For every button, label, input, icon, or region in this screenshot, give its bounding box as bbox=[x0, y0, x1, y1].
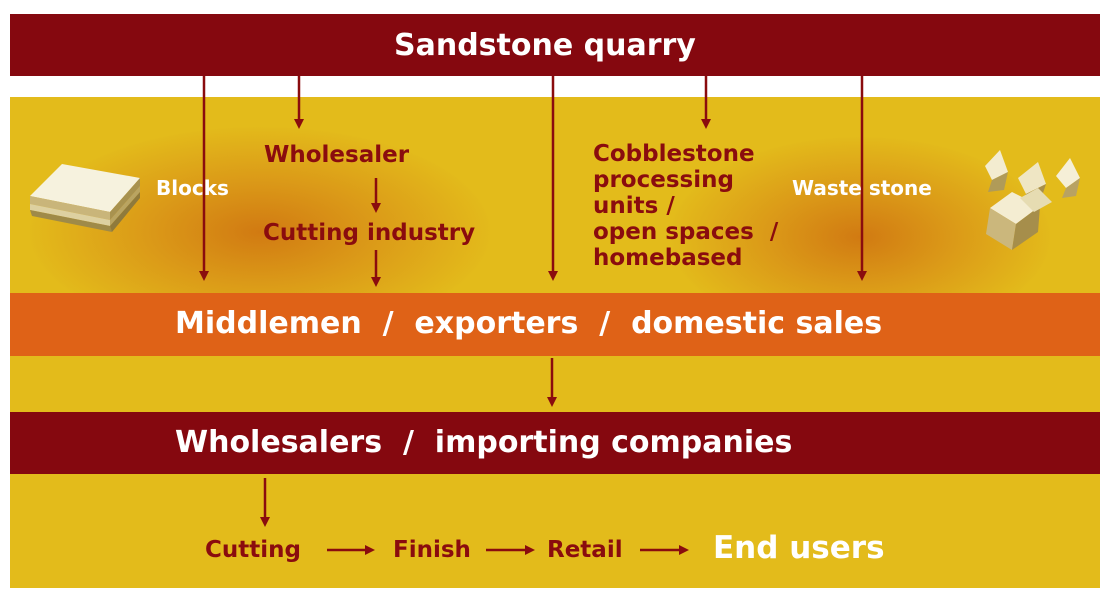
waste-stone-label: Waste stone bbox=[792, 176, 932, 200]
middlemen-bar bbox=[10, 293, 1100, 356]
wholesaler-label: Wholesaler bbox=[264, 142, 410, 168]
blocks-label: Blocks bbox=[156, 176, 229, 200]
cobblestone-line-2: processing bbox=[593, 167, 734, 193]
cobblestone-line-5: homebased bbox=[593, 245, 743, 271]
cobblestone-line-1: Cobblestone bbox=[593, 141, 755, 167]
quarry-bar bbox=[10, 14, 1100, 76]
quarry-title: Sandstone quarry bbox=[394, 28, 696, 63]
chain-cutting: Cutting bbox=[205, 537, 301, 563]
chain-end-users: End users bbox=[713, 530, 885, 566]
wholesalers-bar bbox=[10, 412, 1100, 474]
middlemen-title: Middlemen / exporters / domestic sales bbox=[175, 306, 883, 341]
chain-retail: Retail bbox=[547, 537, 623, 563]
cobblestone-line-4: open spaces / bbox=[593, 219, 779, 245]
chain-finish: Finish bbox=[393, 537, 471, 563]
wholesalers-title: Wholesalers / importing companies bbox=[175, 425, 793, 460]
lower-band bbox=[10, 474, 1100, 588]
cutting-industry-label: Cutting industry bbox=[263, 220, 476, 246]
cobblestone-line-3: units / bbox=[593, 193, 675, 219]
